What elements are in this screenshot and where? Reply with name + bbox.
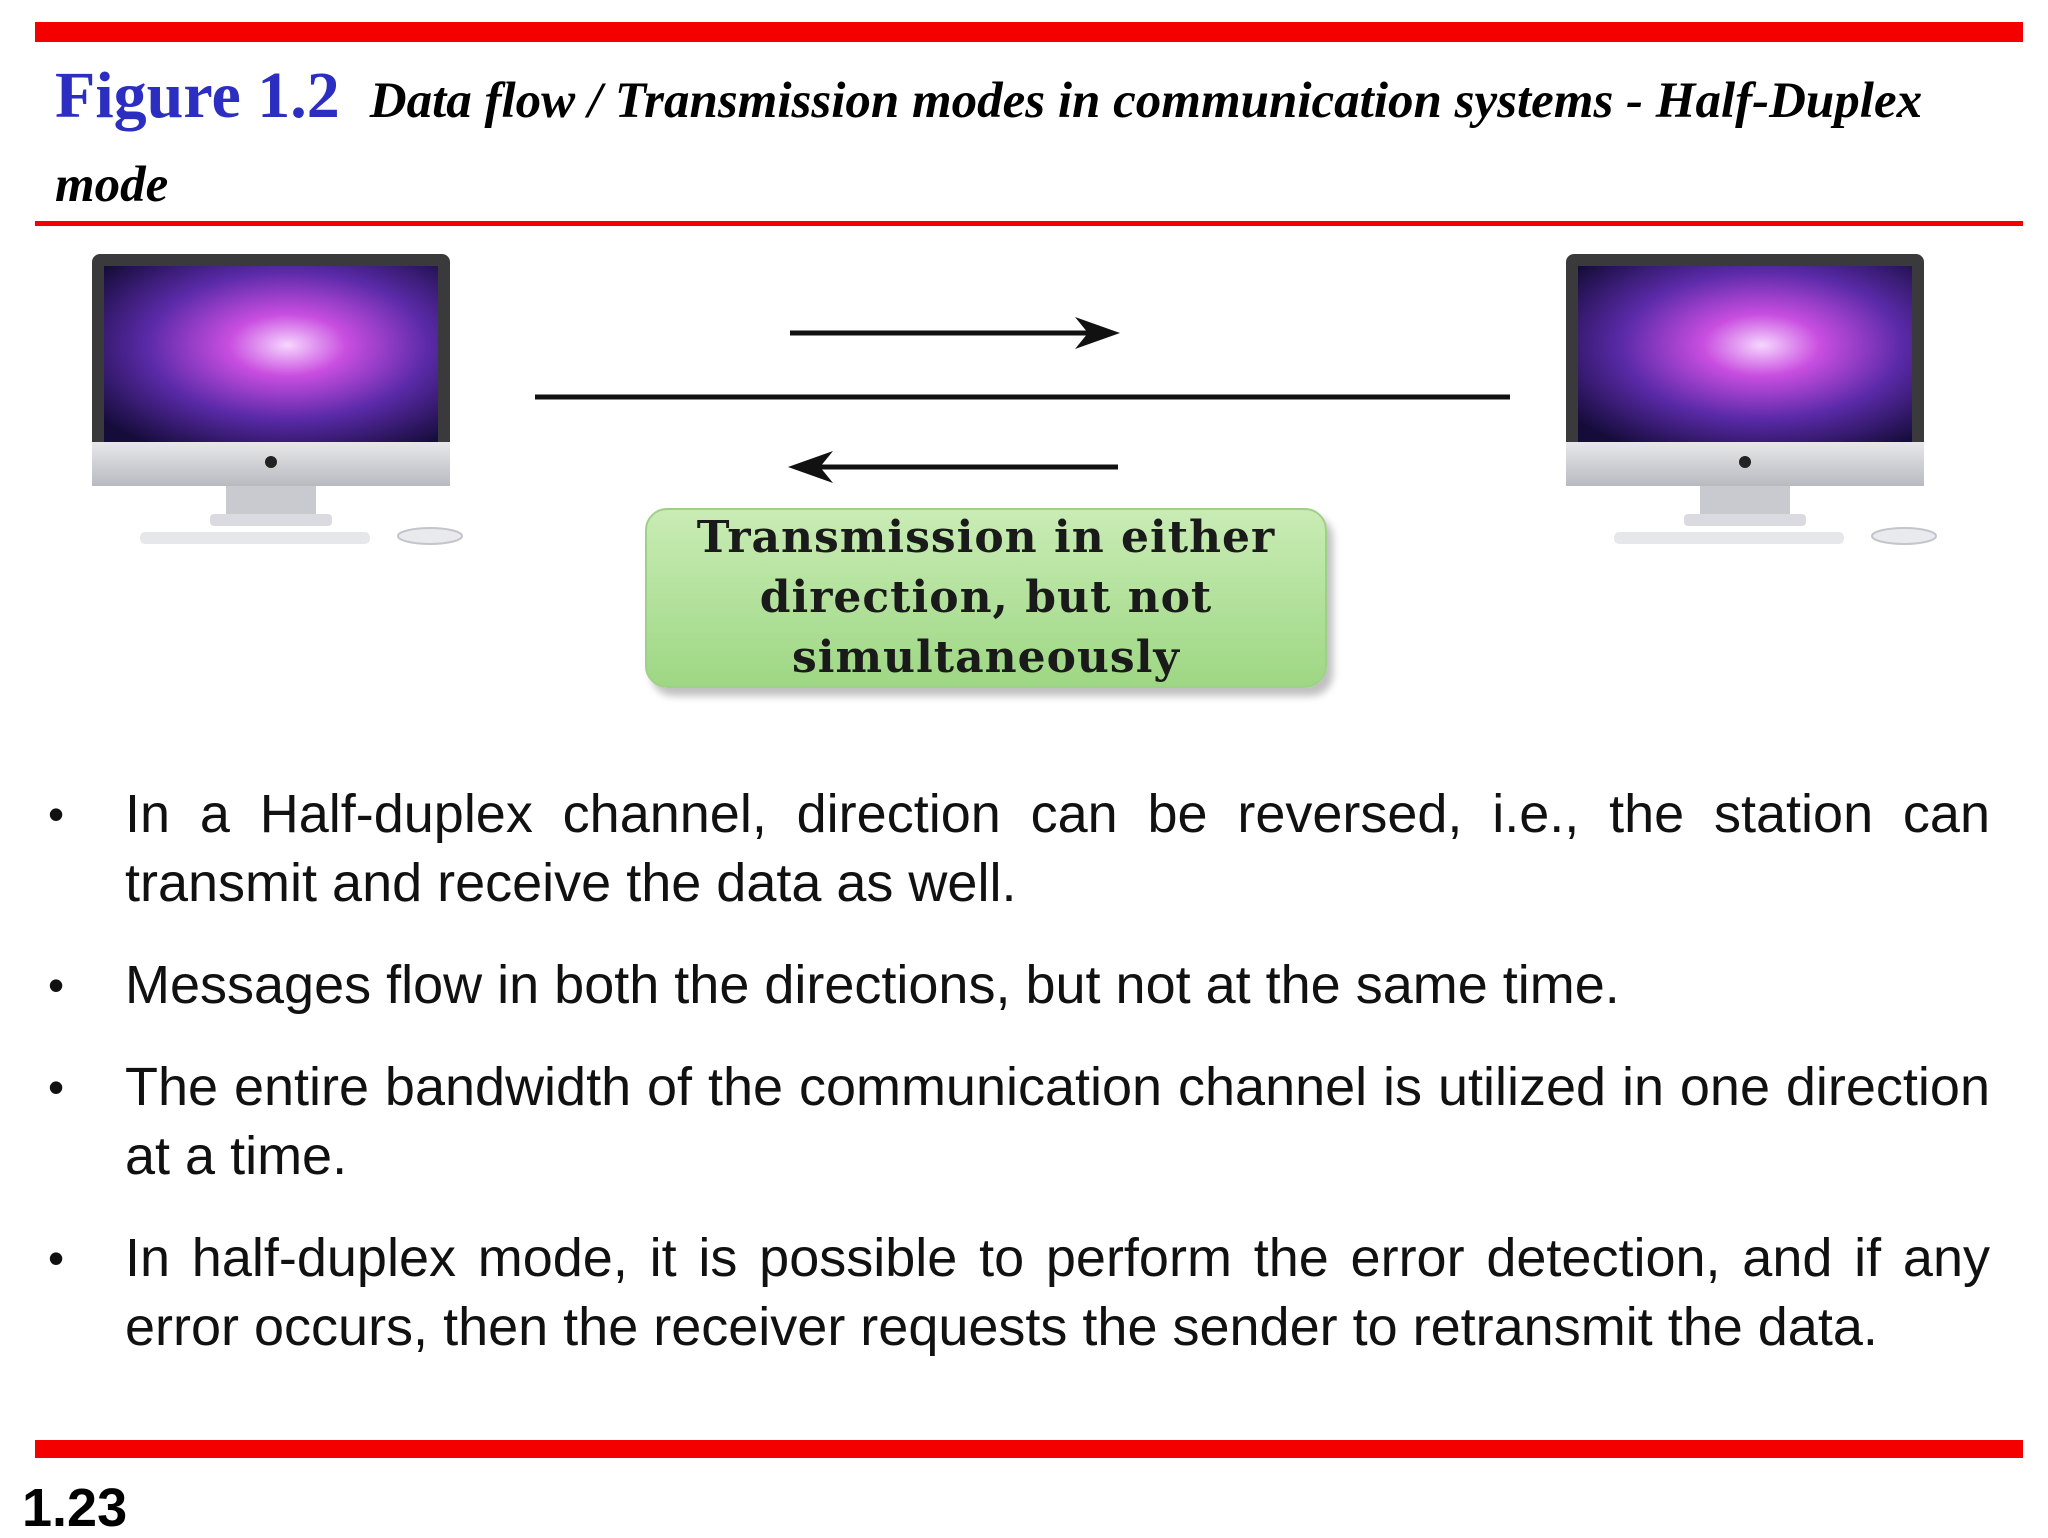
figure-caption: Data flow / Transmission modes in commun… [55, 73, 1923, 213]
half-duplex-note: Transmission in either direction, but no… [696, 512, 1276, 683]
half-duplex-note-box: Transmission in either direction, but no… [645, 508, 1327, 688]
left-arrow-icon [788, 451, 1118, 483]
bullet-text: The entire bandwidth of the communicatio… [125, 1057, 1990, 1186]
list-item: • The entire bandwidth of the communicat… [40, 1053, 1990, 1191]
bottom-red-rule [35, 1440, 2023, 1458]
desktop-computer-icon [90, 252, 510, 552]
bullet-icon: • [48, 788, 65, 840]
desktop-computer-icon [1564, 252, 1984, 552]
top-red-rule [35, 22, 2023, 42]
bullet-icon: • [48, 1061, 65, 1113]
page-number: 1.23 [22, 1478, 128, 1538]
receiver-computer-drawing [1566, 254, 1937, 545]
bullet-icon: • [48, 1232, 65, 1284]
bullet-text: Messages flow in both the directions, bu… [125, 955, 1620, 1015]
figure-label: Figure 1.2 [55, 59, 340, 132]
bullet-text: In a Half-duplex channel, direction can … [125, 784, 1990, 913]
bullet-text: In half-duplex mode, it is possible to p… [125, 1228, 1990, 1357]
sender-computer-drawing [92, 254, 463, 545]
list-item: • Messages flow in both the directions, … [40, 951, 1990, 1020]
channel-diagram [520, 300, 1520, 500]
list-item: • In a Half-duplex channel, direction ca… [40, 780, 1990, 918]
bullet-icon: • [48, 959, 65, 1011]
list-item: • In half-duplex mode, it is possible to… [40, 1224, 1990, 1362]
title-red-rule [35, 221, 2023, 226]
right-arrow-icon [790, 317, 1120, 349]
bullet-list: • In a Half-duplex channel, direction ca… [40, 780, 1990, 1395]
